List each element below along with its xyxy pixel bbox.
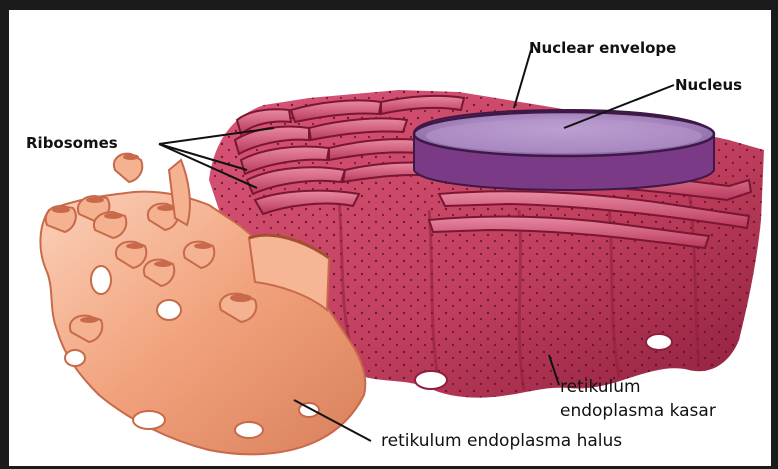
label-rough-er-line2: endoplasma kasar — [560, 400, 716, 422]
label-rough-er-line1: retikulum — [560, 376, 641, 398]
er-illustration — [9, 10, 771, 466]
label-nucleus: Nucleus — [675, 76, 742, 94]
label-smooth-er: retikulum endoplasma halus — [381, 430, 622, 452]
label-nuclear-envelope: Nuclear envelope — [529, 39, 676, 57]
label-ribosomes: Ribosomes — [26, 134, 118, 152]
nucleus — [414, 110, 714, 190]
leader-line-nuclear-envelope — [514, 50, 531, 108]
